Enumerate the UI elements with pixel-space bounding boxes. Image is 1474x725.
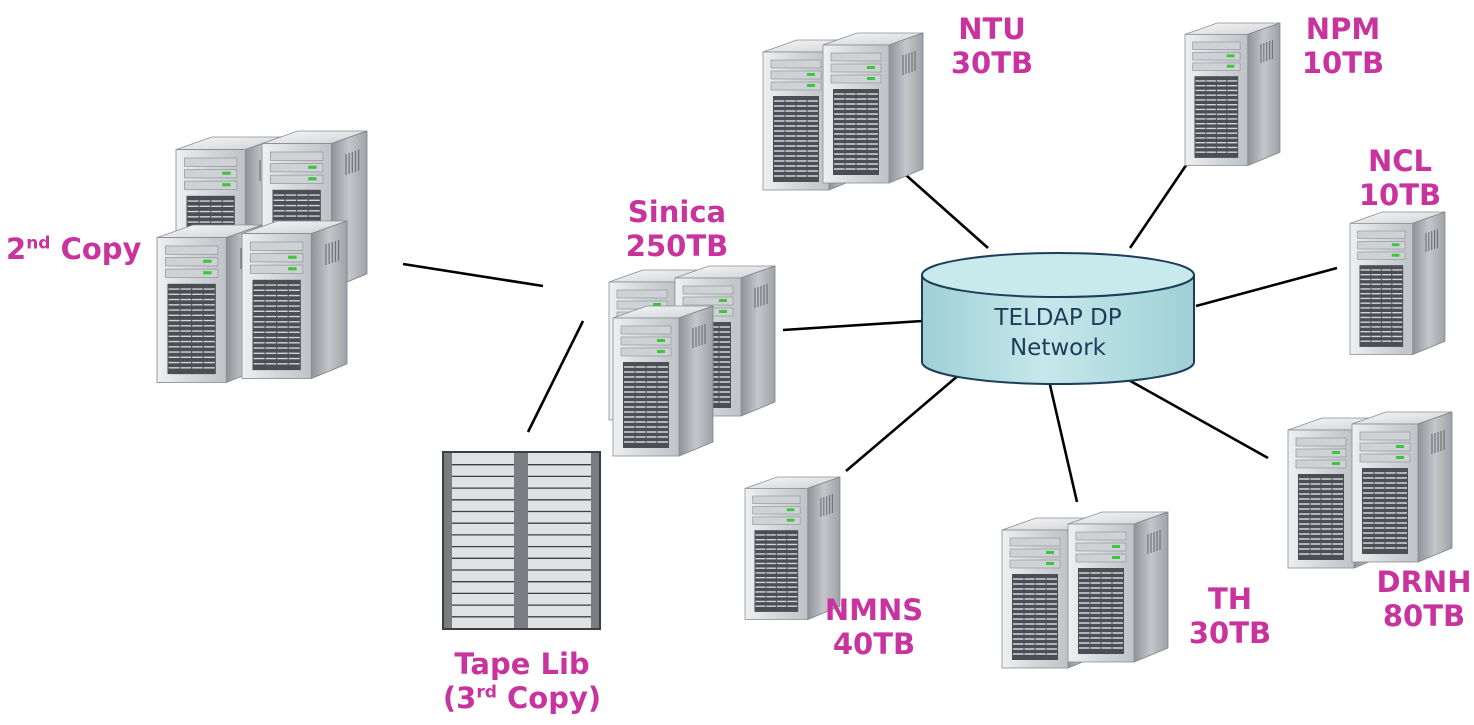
label-second-copy: 2nd Copy [6,232,162,266]
link-tape-lib [526,320,585,433]
network-cylinder [921,252,1195,385]
server-icon-ncl [1349,211,1446,356]
node-size: 10TB [1358,178,1442,212]
node-name: NTU [958,12,1026,46]
copy-suffix: nd [26,233,51,254]
network-line1: TELDAP DP [994,305,1122,331]
node-size: 30TB [1188,616,1272,650]
link-npm [1128,154,1195,249]
link-sinica [782,319,923,332]
link-th [1048,384,1079,503]
copy-number: 2 [6,232,27,266]
tape-lib-name: Tape Lib [454,647,590,681]
node-size: 30TB [950,46,1034,80]
connection-lines [402,154,1338,503]
node-name: NPM [1305,12,1381,46]
server-icon-ntu [762,32,924,191]
node-name: NCL [1367,144,1433,178]
label-ntu: NTU 30TB [942,12,1042,80]
link-ntu [897,167,989,249]
node-size: 10TB [1301,46,1385,80]
label-ncl: NCL 10TB [1350,144,1450,212]
copy-word: Copy [60,232,142,266]
network-label: TELDAP DP Network [938,303,1178,363]
tape-lib-word: Copy) [506,681,602,715]
server-icon-sinica [608,265,776,457]
node-size: 250TB [625,229,729,263]
label-tape-lib: Tape Lib (3rd Copy) [432,647,612,715]
label-sinica: Sinica 250TB [615,195,739,263]
node-size: 80TB [1382,599,1466,633]
server-icon-second-copy [156,130,368,384]
label-th: TH 30TB [1180,582,1280,650]
node-name: Sinica [627,195,727,229]
link-nmns [845,373,961,472]
server-icon-npm [1184,22,1281,167]
node-name: TH [1207,582,1253,616]
link-drnh [1124,376,1269,460]
tape-lib-suffix: rd [476,682,497,703]
node-size: 40TB [832,627,916,661]
node-name: DRNH [1376,565,1472,599]
label-nmns: NMNS 40TB [818,593,930,661]
node-name: NMNS [824,593,924,627]
label-drnh: DRNH 80TB [1374,565,1474,633]
tape-lib-copy: (3rd Copy) [432,681,612,715]
link-second-copy [402,262,544,288]
link-ncl [1195,266,1338,308]
server-icon-th [1001,511,1169,669]
tape-library-icon [442,451,601,630]
tape-lib-open: (3 [442,681,477,715]
network-line2: Network [1009,335,1107,361]
label-npm: NPM 10TB [1293,12,1393,80]
server-icon-drnh [1287,411,1453,569]
